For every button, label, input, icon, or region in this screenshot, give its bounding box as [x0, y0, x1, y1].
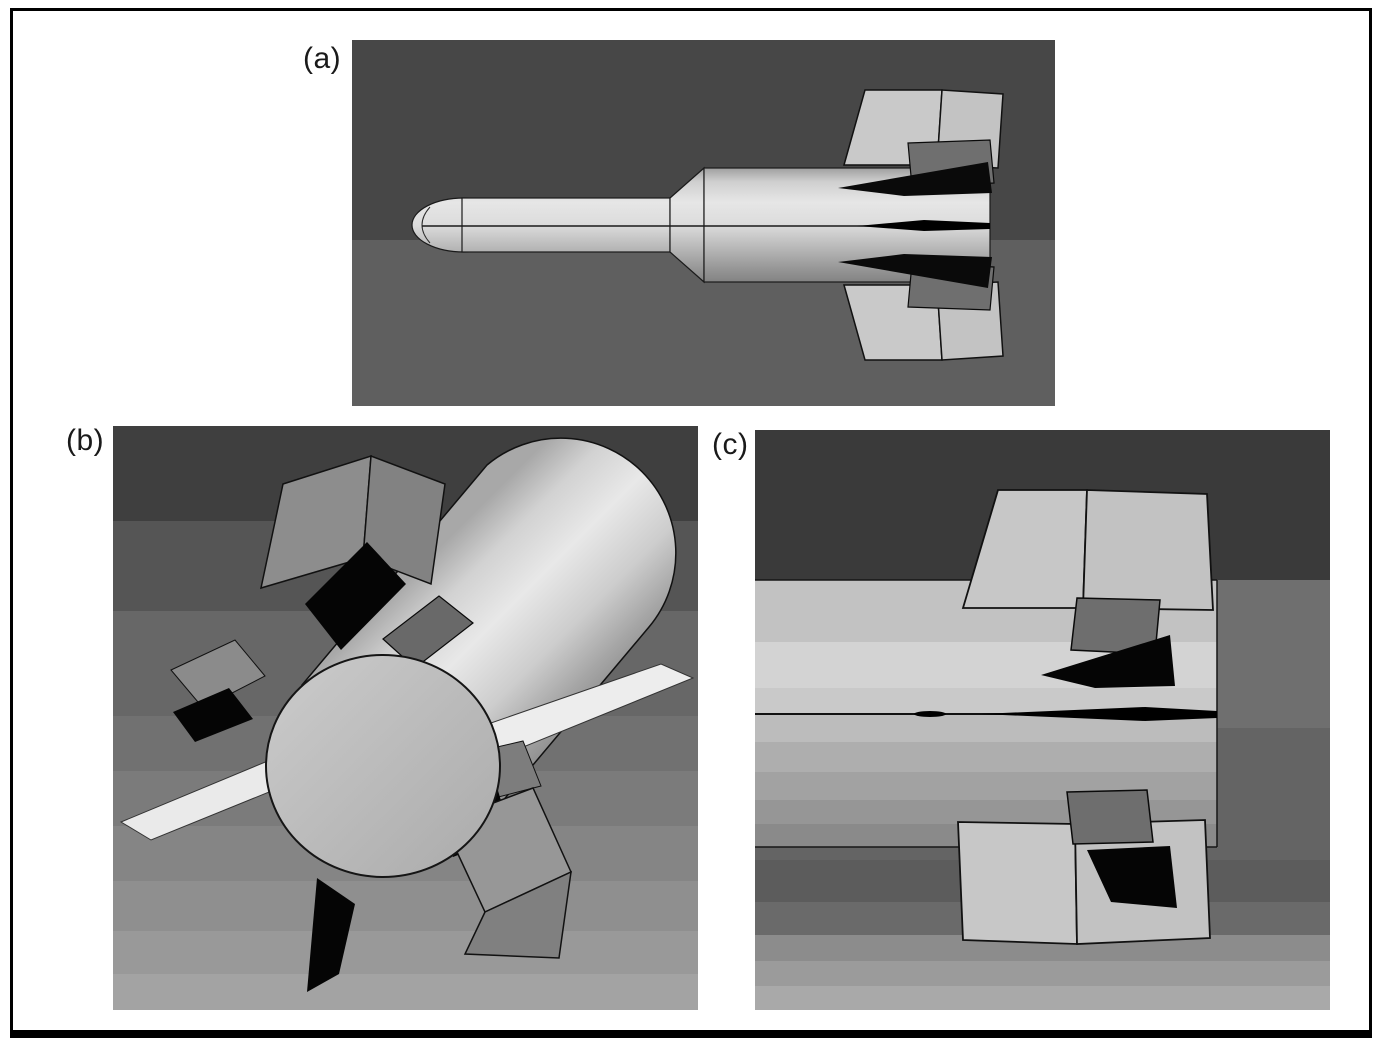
tail-fins-bottom-closeup [957, 789, 1211, 945]
figure-frame [10, 8, 1372, 1038]
panel-b-render [113, 426, 698, 1010]
tail-fins-top-side [838, 89, 1004, 196]
tail-fins-bottom-side [838, 254, 1004, 361]
panel-a-render [352, 40, 1055, 406]
panel-b-label: (b) [66, 424, 105, 457]
tail-fin-horizontal-edge [857, 220, 990, 231]
panel-c-label: (c) [712, 428, 749, 461]
panel-a-label: (a) [303, 42, 342, 75]
missile-base-disk [265, 654, 501, 878]
tail-fins-top-closeup [961, 489, 1214, 688]
panel-c-render [755, 430, 1330, 1010]
centerline-and-fin-edge [755, 707, 1217, 721]
